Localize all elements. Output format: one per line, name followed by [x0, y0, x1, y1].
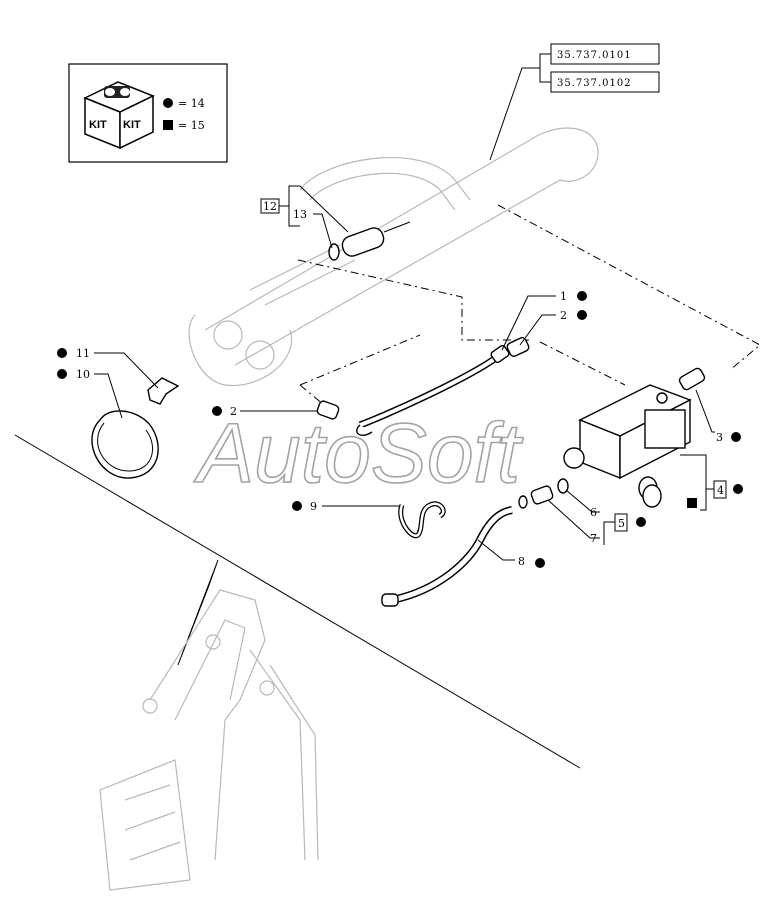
callout-5: 5 [603, 513, 646, 545]
backhoe-arm-background [99, 589, 319, 891]
kit-legend: KIT KIT = 14 = 15 [68, 63, 228, 163]
part-13-fitting [328, 221, 411, 261]
detail-pointer [177, 559, 219, 666]
callout-4-square-icon [687, 498, 697, 508]
callout-12-label: 12 [263, 200, 277, 213]
part-2-fitting-lower [316, 400, 340, 420]
callout-7-label: 7 [590, 532, 597, 545]
callout-2-lower: 2 [212, 405, 318, 418]
callout-3: 3 [695, 389, 741, 444]
callout-3-circle-icon [731, 432, 741, 442]
callout-9: 9 [292, 500, 400, 513]
callout-13: 13 [293, 208, 333, 249]
reference-boxes: 35.737.0101 35.737.0102 [489, 43, 660, 161]
callout-9-label: 9 [310, 500, 317, 513]
assembly-line-4 [497, 204, 761, 371]
callout-1-label: 1 [560, 290, 567, 303]
callout-1: 1 [501, 290, 587, 351]
reference-text-2: 35.737.0102 [557, 78, 632, 89]
callout-6-label: 6 [590, 506, 597, 519]
callout-1-circle-icon [577, 291, 587, 301]
callout-13-label: 13 [293, 208, 307, 221]
reference-text-1: 35.737.0101 [557, 50, 632, 61]
callout-10-circle-icon [57, 369, 67, 379]
callout-2b-circle-icon [212, 406, 222, 416]
part-2-fitting-upper [506, 337, 530, 357]
part-11-clip [147, 377, 180, 405]
callout-6: 6 [565, 489, 600, 519]
callout-8-label: 8 [518, 555, 525, 568]
kit-square-entry: = 15 [178, 119, 205, 132]
part-1-hose [356, 344, 510, 436]
callout-12: 12 [260, 185, 349, 233]
callout-5-label: 5 [618, 517, 625, 530]
callout-11: 11 [57, 347, 159, 389]
callout-7: 7 [547, 499, 600, 545]
callout-2a-label: 2 [560, 309, 567, 322]
circle-bullet-icon [163, 98, 173, 108]
callout-11-circle-icon [57, 348, 67, 358]
callout-9-circle-icon [292, 501, 302, 511]
valve-block [563, 384, 692, 480]
assembly-line-3 [299, 334, 421, 411]
part-8-hose [381, 506, 513, 607]
callout-2b-label: 2 [230, 405, 237, 418]
part-3-fitting [678, 367, 706, 391]
callout-8-circle-icon [535, 558, 545, 568]
callout-4-circle-icon [733, 484, 743, 494]
kit-box-icon: KIT KIT [83, 81, 155, 150]
assembly-line-1 [297, 259, 530, 341]
kit-label-right: KIT [123, 119, 141, 131]
callout-4: 4 [680, 454, 743, 511]
callout-8: 8 [477, 539, 545, 568]
square-bullet-icon [163, 120, 173, 130]
callout-10-label: 10 [76, 368, 90, 381]
callout-2-upper: 2 [519, 309, 587, 346]
part-7-adapter [530, 485, 554, 505]
part-6-ring [557, 478, 569, 494]
kit-circle-entry: = 14 [178, 97, 205, 110]
watermark-text: AutoSoft [193, 406, 524, 500]
callout-3-label: 3 [716, 431, 723, 444]
callout-2a-circle-icon [577, 310, 587, 320]
part-4-o-rings [638, 476, 662, 508]
section-divider [14, 434, 581, 769]
callout-10: 10 [57, 368, 123, 419]
callout-4-label: 4 [717, 484, 724, 497]
assembly-line-2 [539, 341, 626, 386]
part-10-clamp [91, 410, 159, 479]
callout-11-label: 11 [76, 347, 90, 360]
kit-label-left: KIT [89, 119, 107, 131]
cylinder-background [188, 127, 599, 387]
callout-5-circle-icon [636, 517, 646, 527]
